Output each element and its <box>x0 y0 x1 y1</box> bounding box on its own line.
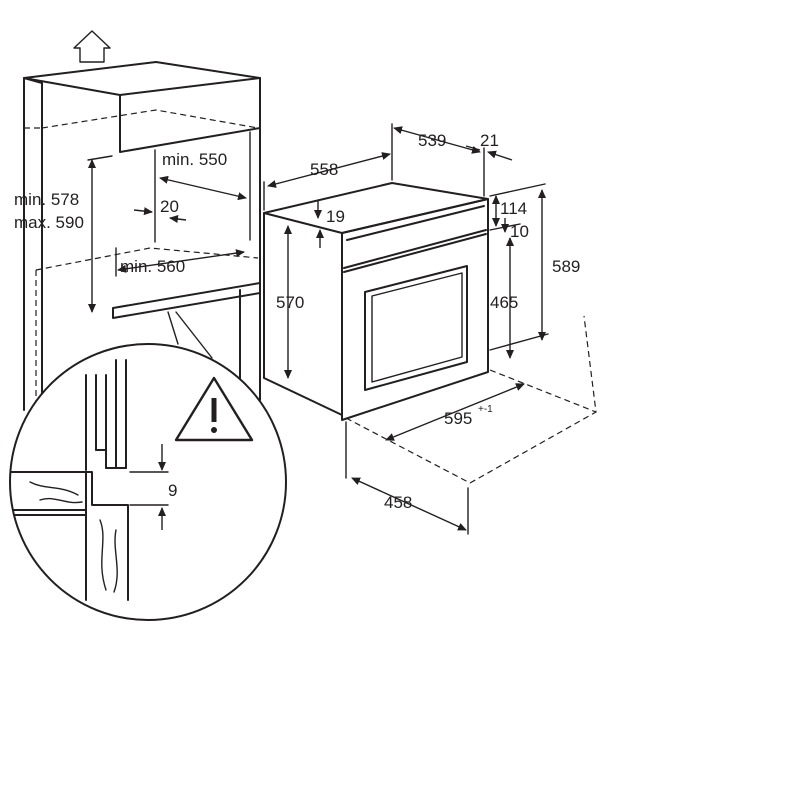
width-min-label: min. 560 <box>120 257 185 276</box>
cabinet-drawing: min. 578 max. 590 min. 550 20 min. 560 <box>14 30 261 411</box>
detail-gap-label: 9 <box>168 481 177 500</box>
top-offset-label: 19 <box>326 207 345 226</box>
up-arrow-icon <box>73 30 111 63</box>
width-label: 595 <box>444 409 472 428</box>
total-height-label: 589 <box>552 257 580 276</box>
door-open-depth-label: 458 <box>384 493 412 512</box>
panel-gap-label: 10 <box>510 222 529 241</box>
body-depth-label: 539 <box>418 131 446 150</box>
front-thickness-label: 21 <box>480 131 499 150</box>
width-tolerance-label: +-1 <box>478 404 493 415</box>
depth-min-label: min. 550 <box>162 150 227 169</box>
oven-drawing: 558 539 21 19 114 10 589 570 465 595 +-1… <box>263 123 597 535</box>
door-height-label: 465 <box>490 293 518 312</box>
total-depth-label: 558 <box>310 160 338 179</box>
panel-height-label: 114 <box>500 199 527 218</box>
warning-triangle-icon <box>174 376 254 442</box>
detail-magnifier: 9 <box>9 343 287 621</box>
niche-max-height-label: max. 590 <box>14 213 84 232</box>
body-height-label: 570 <box>276 293 304 312</box>
vent-gap-label: 20 <box>160 197 179 216</box>
niche-min-height-label: min. 578 <box>14 190 79 209</box>
